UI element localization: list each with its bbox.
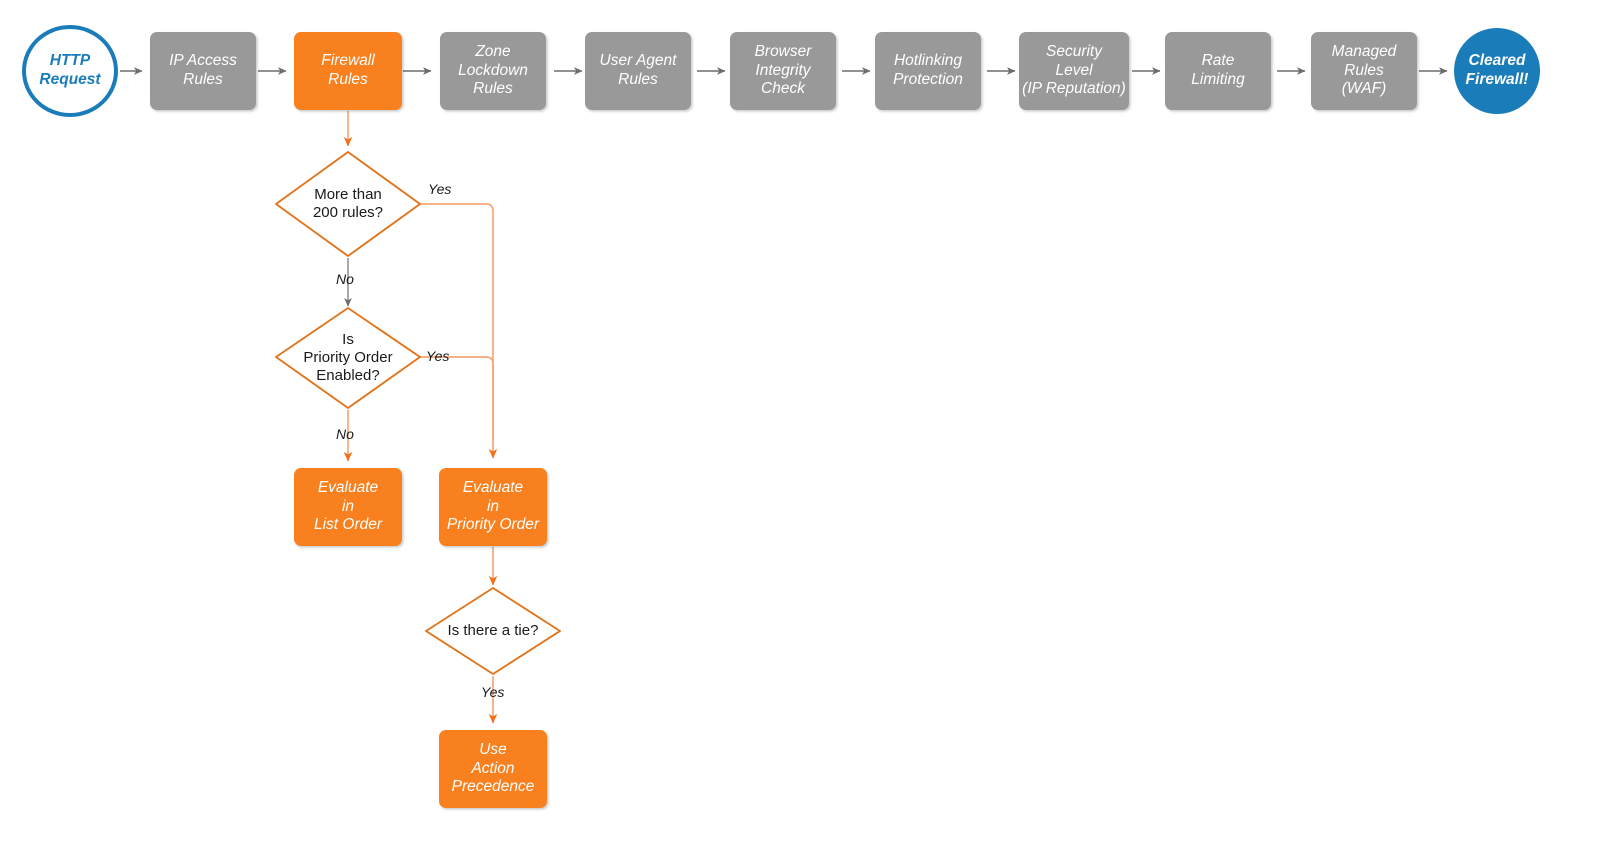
node-use-action-precedence[interactable]: Use Action Precedence xyxy=(439,730,547,808)
node-http-request-label: HTTP Request xyxy=(39,52,101,88)
edge-200-yes-line xyxy=(420,203,498,459)
node-ip-access-rules-label: IP Access Rules xyxy=(169,52,237,88)
node-http-request[interactable]: HTTP Request xyxy=(22,25,118,117)
node-security-level[interactable]: Security Level (IP Reputation) xyxy=(1019,32,1129,110)
node-user-agent-rules-label: User Agent Rules xyxy=(599,52,677,88)
edge-label-tie-yes: Yes xyxy=(481,684,504,700)
decision-is-priority-order-enabled-label: Is Priority Order Enabled? xyxy=(303,330,393,385)
node-zone-lockdown-rules[interactable]: Zone Lockdown Rules xyxy=(440,32,546,110)
node-hotlinking-protection-label: Hotlinking Protection xyxy=(893,52,963,88)
decision-more-than-200-rules[interactable]: More than 200 rules? xyxy=(282,172,414,236)
node-user-agent-rules[interactable]: User Agent Rules xyxy=(585,32,691,110)
node-managed-rules-waf-label: Managed Rules (WAF) xyxy=(1331,42,1397,98)
node-cleared-firewall[interactable]: Cleared Firewall! xyxy=(1454,28,1540,114)
decision-is-there-a-tie-label: Is there a tie? xyxy=(447,621,539,639)
node-hotlinking-protection[interactable]: Hotlinking Protection xyxy=(875,32,981,110)
node-use-action-precedence-label: Use Action Precedence xyxy=(451,740,535,796)
node-rate-limiting-label: Rate Limiting xyxy=(1191,52,1245,88)
edge-label-200-yes: Yes xyxy=(428,181,451,197)
edge-label-tie-yes-text: Yes xyxy=(481,684,505,700)
node-ip-access-rules[interactable]: IP Access Rules xyxy=(150,32,256,110)
edge-label-priority-yes-text: Yes xyxy=(426,348,450,364)
node-evaluate-list-order-label: Evaluate in List Order xyxy=(313,478,383,534)
node-security-level-label: Security Level (IP Reputation) xyxy=(1022,42,1126,98)
edge-priority-yes-line xyxy=(420,356,494,440)
node-evaluate-priority-order[interactable]: Evaluate in Priority Order xyxy=(439,468,547,546)
edge-label-200-no: No xyxy=(336,271,354,287)
node-cleared-firewall-label: Cleared Firewall! xyxy=(1465,52,1529,88)
node-evaluate-priority-order-label: Evaluate in Priority Order xyxy=(446,478,540,534)
edge-label-priority-yes: Yes xyxy=(426,348,449,364)
node-browser-integrity-check[interactable]: Browser Integrity Check xyxy=(730,32,836,110)
node-firewall-rules[interactable]: Firewall Rules xyxy=(294,32,402,110)
decision-is-priority-order-enabled[interactable]: Is Priority Order Enabled? xyxy=(280,322,416,394)
node-firewall-rules-label: Firewall Rules xyxy=(321,52,375,88)
edge-label-200-no-text: No xyxy=(336,271,354,287)
edge-label-200-yes-text: Yes xyxy=(428,181,452,197)
node-zone-lockdown-rules-label: Zone Lockdown Rules xyxy=(458,42,528,98)
decision-is-there-a-tie[interactable]: Is there a tie? xyxy=(428,612,558,650)
node-rate-limiting[interactable]: Rate Limiting xyxy=(1165,32,1271,110)
node-browser-integrity-check-label: Browser Integrity Check xyxy=(754,42,812,98)
decision-more-than-200-rules-label: More than 200 rules? xyxy=(312,185,384,221)
node-evaluate-list-order[interactable]: Evaluate in List Order xyxy=(294,468,402,546)
edge-label-priority-no: No xyxy=(336,426,354,442)
edge-label-priority-no-text: No xyxy=(336,426,354,442)
node-managed-rules-waf[interactable]: Managed Rules (WAF) xyxy=(1311,32,1417,110)
